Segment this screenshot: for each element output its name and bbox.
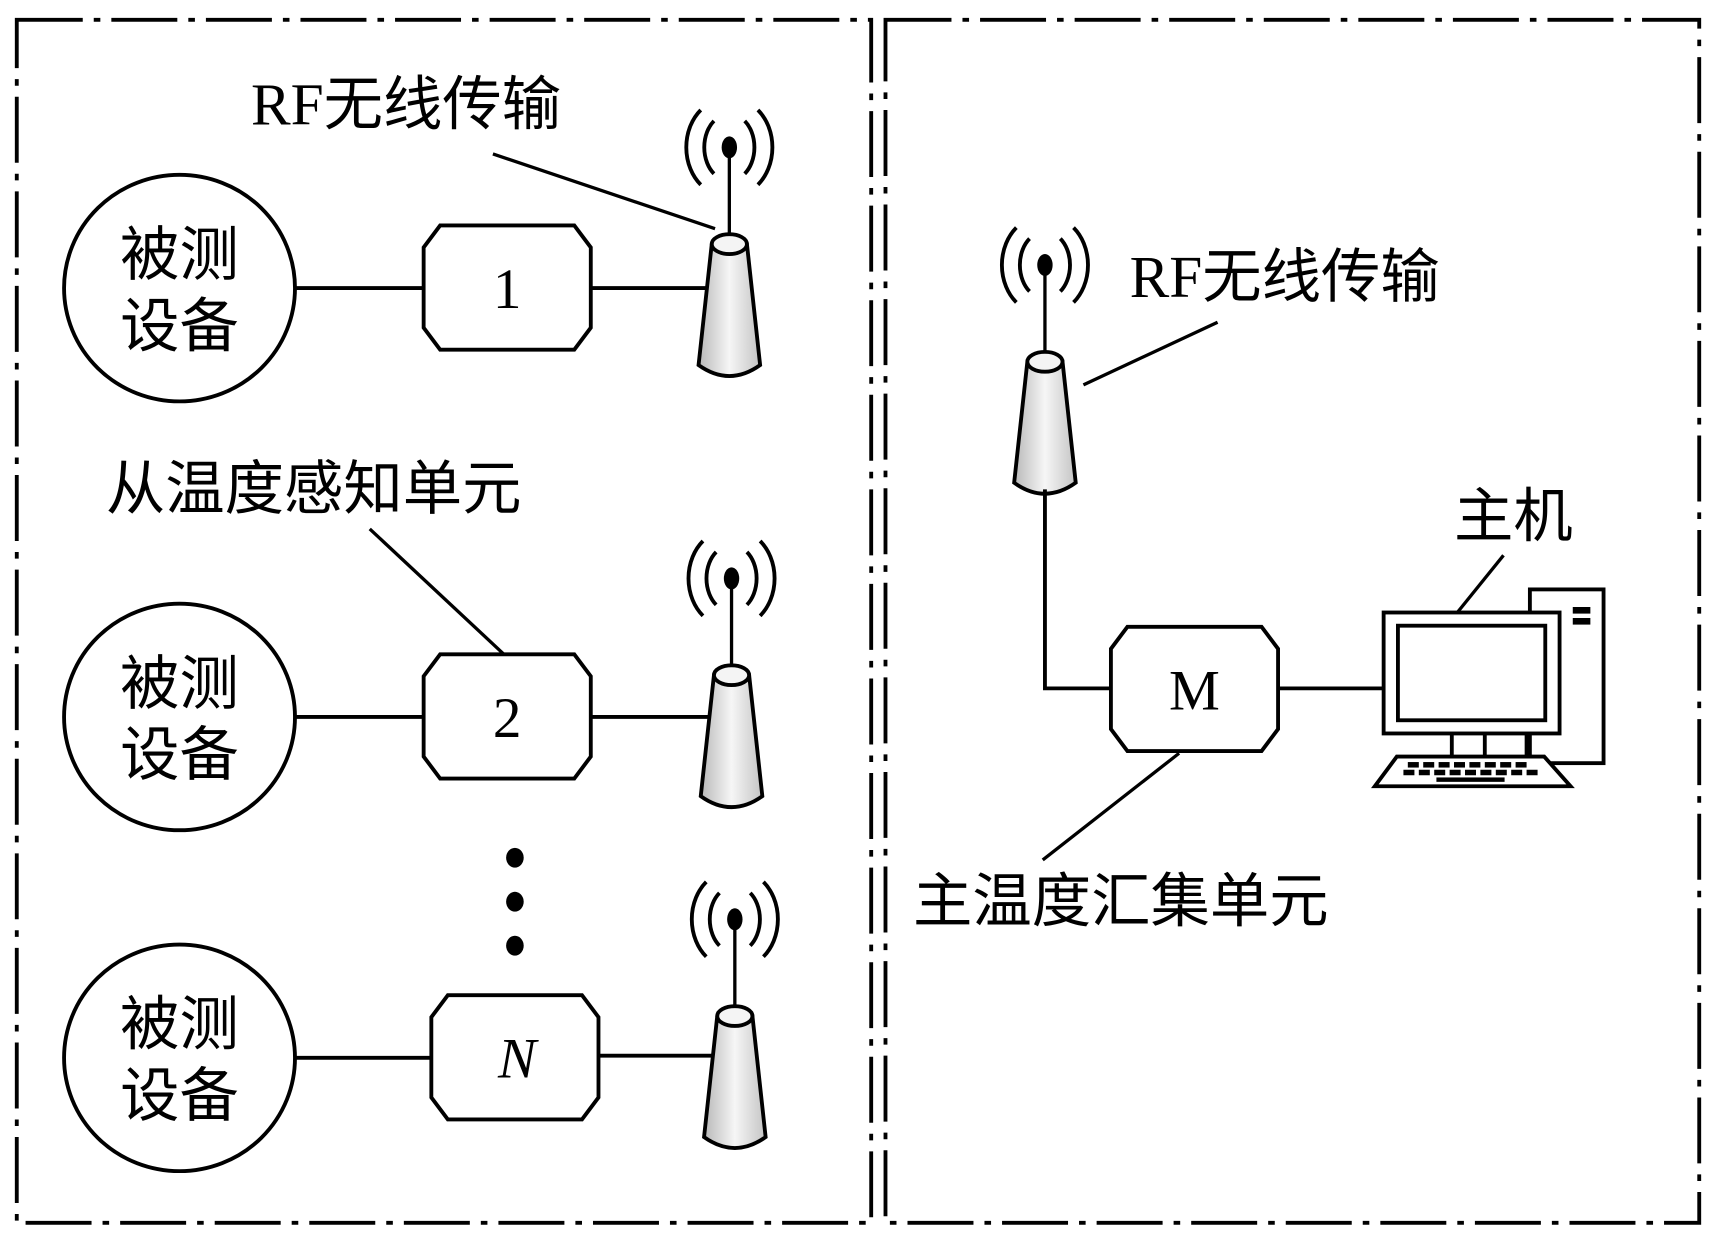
rf-leader-left [492, 152, 716, 231]
device-label-line2: 设备 [120, 293, 239, 359]
slave-unit-id: N [497, 1028, 539, 1091]
slave-unit-id: 2 [493, 687, 522, 750]
master-unit-leader [1041, 751, 1181, 862]
slave-unit-box [421, 652, 593, 781]
right-panel-border [883, 17, 1702, 1225]
wire [1043, 489, 1111, 691]
rf-leader-right [1082, 320, 1219, 387]
device-label-line1: 被测 [120, 992, 239, 1058]
master-unit-id: M [1169, 659, 1220, 722]
device-label-line1: 被测 [120, 222, 239, 288]
rf-label-right: RF无线传输 [1130, 244, 1440, 310]
slave-unit-box [421, 223, 593, 352]
master-unit-box [1108, 624, 1280, 753]
master-antenna-icon [999, 225, 1090, 496]
device-label-line2: 设备 [120, 1063, 239, 1129]
master-unit-label: 主温度汇集单元 [913, 869, 1329, 935]
left-panel-border [14, 17, 874, 1225]
left-panel: RF无线传输 被测 设备 1 从温度感知单元 被测 设备 2 [62, 71, 780, 1174]
right-panel: RF无线传输 M 主温度汇集单元 主机 [913, 225, 1606, 935]
rf-label-left: RF无线传输 [251, 71, 561, 137]
device-label-line2: 设备 [120, 722, 239, 788]
slave-unit-leader [368, 527, 506, 656]
host-leader [1456, 554, 1505, 614]
antenna-icon [686, 539, 777, 810]
host-label: 主机 [1454, 484, 1573, 550]
sensor-row: 被测 设备 2 [62, 539, 777, 833]
antenna-icon [689, 879, 780, 1150]
host-computer-icon [1371, 587, 1606, 789]
ellipsis-dots [506, 847, 524, 956]
device-under-test [62, 942, 297, 1174]
device-under-test [62, 601, 297, 833]
antenna-icon [684, 108, 775, 379]
sensor-row: 被测 设备 1 [62, 108, 775, 404]
slave-unit-id: 1 [493, 258, 522, 321]
device-under-test [62, 172, 297, 404]
sensor-row: 被测 设备 N [62, 879, 780, 1174]
slave-unit-label: 从温度感知单元 [106, 456, 522, 522]
device-label-line1: 被测 [120, 651, 239, 717]
slave-unit-box [429, 993, 601, 1122]
